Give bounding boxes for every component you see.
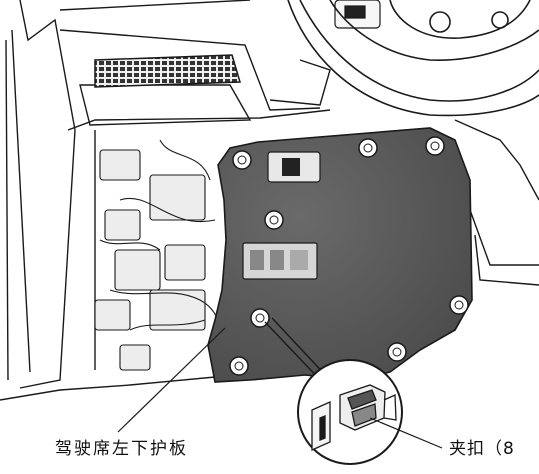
clip-leader	[369, 417, 443, 449]
clip-8	[229, 356, 249, 376]
clip-3	[425, 136, 445, 156]
clip-6	[250, 308, 270, 328]
clip-detail-callout	[264, 317, 403, 465]
panel-clips	[229, 136, 469, 376]
right-trim	[454, 119, 539, 286]
clip-label: 夹扣（8	[449, 439, 515, 459]
air-vent	[94, 54, 241, 88]
panel-leader	[117, 327, 226, 433]
lower-trim-panel	[207, 127, 473, 383]
panel-clip-centers	[234, 141, 464, 371]
dashboard-frame	[0, 0, 331, 401]
clip-7	[387, 342, 407, 362]
upper-console	[334, 0, 381, 29]
wiring-harness	[94, 139, 223, 371]
clip-1	[232, 150, 252, 170]
clip-4	[264, 210, 284, 230]
clip-2	[358, 138, 378, 158]
leader-lines	[117, 327, 443, 449]
steering-wheel	[287, 0, 539, 117]
clip-5	[449, 295, 469, 315]
panel-label: 驾驶席左下护板	[55, 439, 188, 459]
